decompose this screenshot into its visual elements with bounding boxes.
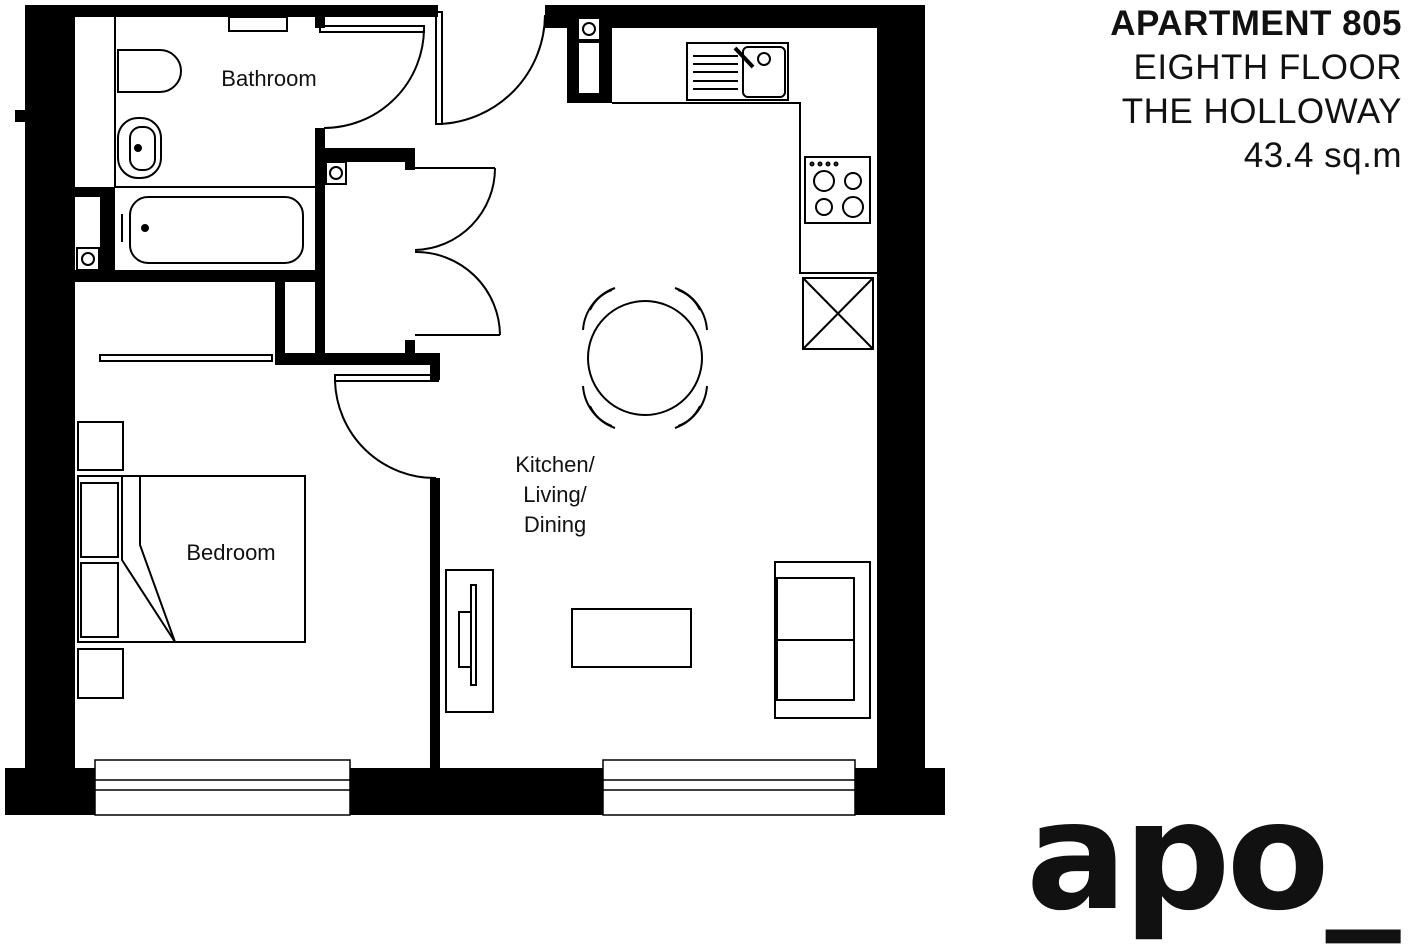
kitchen-fixtures [612,42,877,350]
floor-plan: Bathroom Bedroom Kitchen/ Living/ Dining [5,5,945,816]
brand-logo: apo_ [1026,770,1401,944]
building-label: THE HOLLOWAY [1121,92,1402,131]
area-label: 43.4 sq.m [1243,136,1402,175]
toilet-icon [117,49,182,93]
walls [5,5,945,815]
apartment-info: APARTMENT 805 EIGHTH FLOOR THE HOLLOWAY … [1110,2,1402,178]
room-label-living: Living/ [523,482,587,507]
sofa [774,561,871,719]
living-furniture [445,561,871,719]
floor-label: EIGHTH FLOOR [1133,48,1402,87]
bathroom-fixtures [114,16,315,264]
tv-unit [445,569,494,713]
appliance-box [802,277,874,350]
windows [94,759,856,816]
bathtub-icon [129,196,304,264]
sink-icon [117,117,162,179]
coffee-table [571,608,692,668]
nightstand [77,421,124,471]
room-label-bedroom: Bedroom [186,540,275,565]
riser-boxes [76,17,601,271]
room-label-dining: Dining [524,512,586,537]
bedroom-furniture [77,421,306,699]
kitchen-sink-icon [686,42,789,101]
nightstand [77,648,124,699]
hob-icon [804,156,871,224]
doors [99,11,546,480]
bed [77,475,306,643]
room-label-bathroom: Bathroom [221,66,316,91]
dining-table [582,287,708,429]
room-label-kitchen: Kitchen/ [515,452,595,477]
apartment-title: APARTMENT 805 [1110,4,1402,43]
